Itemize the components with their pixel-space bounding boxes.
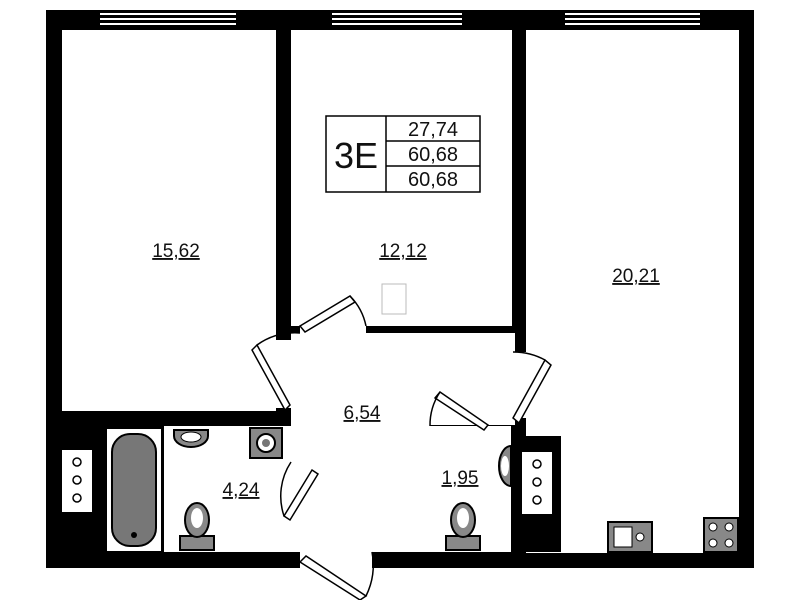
room-area-bedroom-middle: 12,12: [379, 241, 427, 262]
toilet-bowl-icon: [445, 502, 481, 551]
apartment-tag: 3E 27,74 60,68 60,68: [325, 115, 481, 193]
washing-machine-icon: [249, 427, 283, 459]
toilet-sink-icon: [498, 444, 512, 488]
bathtub-icon: [105, 427, 163, 553]
room-floors: [62, 30, 739, 553]
area-total-with-balcony: 60,68: [408, 169, 458, 191]
room-area-bedroom-left: 15,62: [152, 241, 200, 262]
wardrobe-mark: [381, 283, 407, 315]
room-area-hallway: 6,54: [344, 403, 381, 424]
windows: [100, 13, 700, 25]
room-area-living-kitchen: 20,21: [612, 266, 660, 287]
apartment-type-code: 3E: [334, 135, 378, 176]
sink-icon: [173, 429, 209, 448]
room-area-toilet: 1,95: [442, 468, 479, 489]
ventilation-niches: [62, 450, 552, 514]
area-living: 27,74: [408, 119, 458, 141]
stove-icon: [703, 517, 739, 553]
toilet-icon: [179, 502, 215, 551]
area-total: 60,68: [408, 144, 458, 166]
door-swings: [251, 295, 552, 600]
kitchen-sink-icon: [607, 521, 653, 553]
room-area-bathroom: 4,24: [223, 480, 260, 501]
